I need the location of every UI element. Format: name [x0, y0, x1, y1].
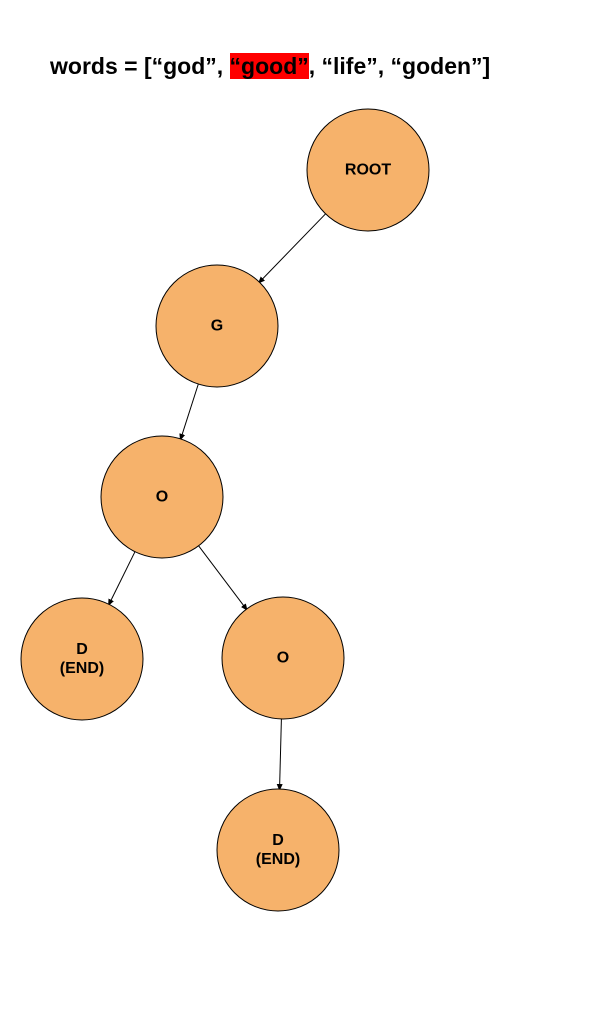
- node-d1: D (END): [20, 597, 144, 721]
- word-good-highlighted: “good”: [229, 53, 309, 79]
- node-circle: [20, 597, 144, 721]
- node-label: (END): [60, 660, 104, 677]
- node-circle: [306, 108, 430, 232]
- node-label: D: [76, 641, 88, 658]
- word-life: “life”: [321, 53, 378, 79]
- node-label: G: [211, 318, 223, 335]
- node-o2: O: [221, 596, 345, 720]
- word-separator: ,: [216, 53, 230, 79]
- edge-root-to-g: [257, 213, 326, 284]
- edge-o1-to-d1: [107, 551, 136, 607]
- word-separator: ,: [308, 53, 322, 79]
- node-root: ROOT: [306, 108, 430, 232]
- words-array-text: words = [“god”, “good”, “life”, “goden”]: [50, 48, 490, 84]
- node-label: ROOT: [345, 162, 391, 179]
- node-label: O: [277, 650, 289, 667]
- edges: [107, 213, 326, 792]
- node-g: G: [155, 264, 279, 388]
- node-d2: D (END): [216, 788, 340, 912]
- word-goden: “goden”: [390, 53, 483, 79]
- node-label: D: [272, 832, 284, 849]
- word-god: “god”: [151, 53, 217, 79]
- node-o1: O: [100, 435, 224, 559]
- words-suffix: ]: [482, 53, 491, 79]
- node-label: (END): [256, 851, 300, 868]
- node-circle: [155, 264, 279, 388]
- node-circle: [216, 788, 340, 912]
- node-circle: [221, 596, 345, 720]
- nodes: ROOT G O D (END) O D (END): [20, 108, 430, 912]
- edge-o1-to-o2: [198, 545, 248, 612]
- edge-g-to-o1: [179, 383, 199, 441]
- edge-o2-to-d2: [276, 718, 283, 792]
- words-prefix: words = [: [50, 53, 152, 79]
- node-circle: [100, 435, 224, 559]
- word-separator: ,: [377, 53, 391, 79]
- node-label: O: [156, 489, 168, 506]
